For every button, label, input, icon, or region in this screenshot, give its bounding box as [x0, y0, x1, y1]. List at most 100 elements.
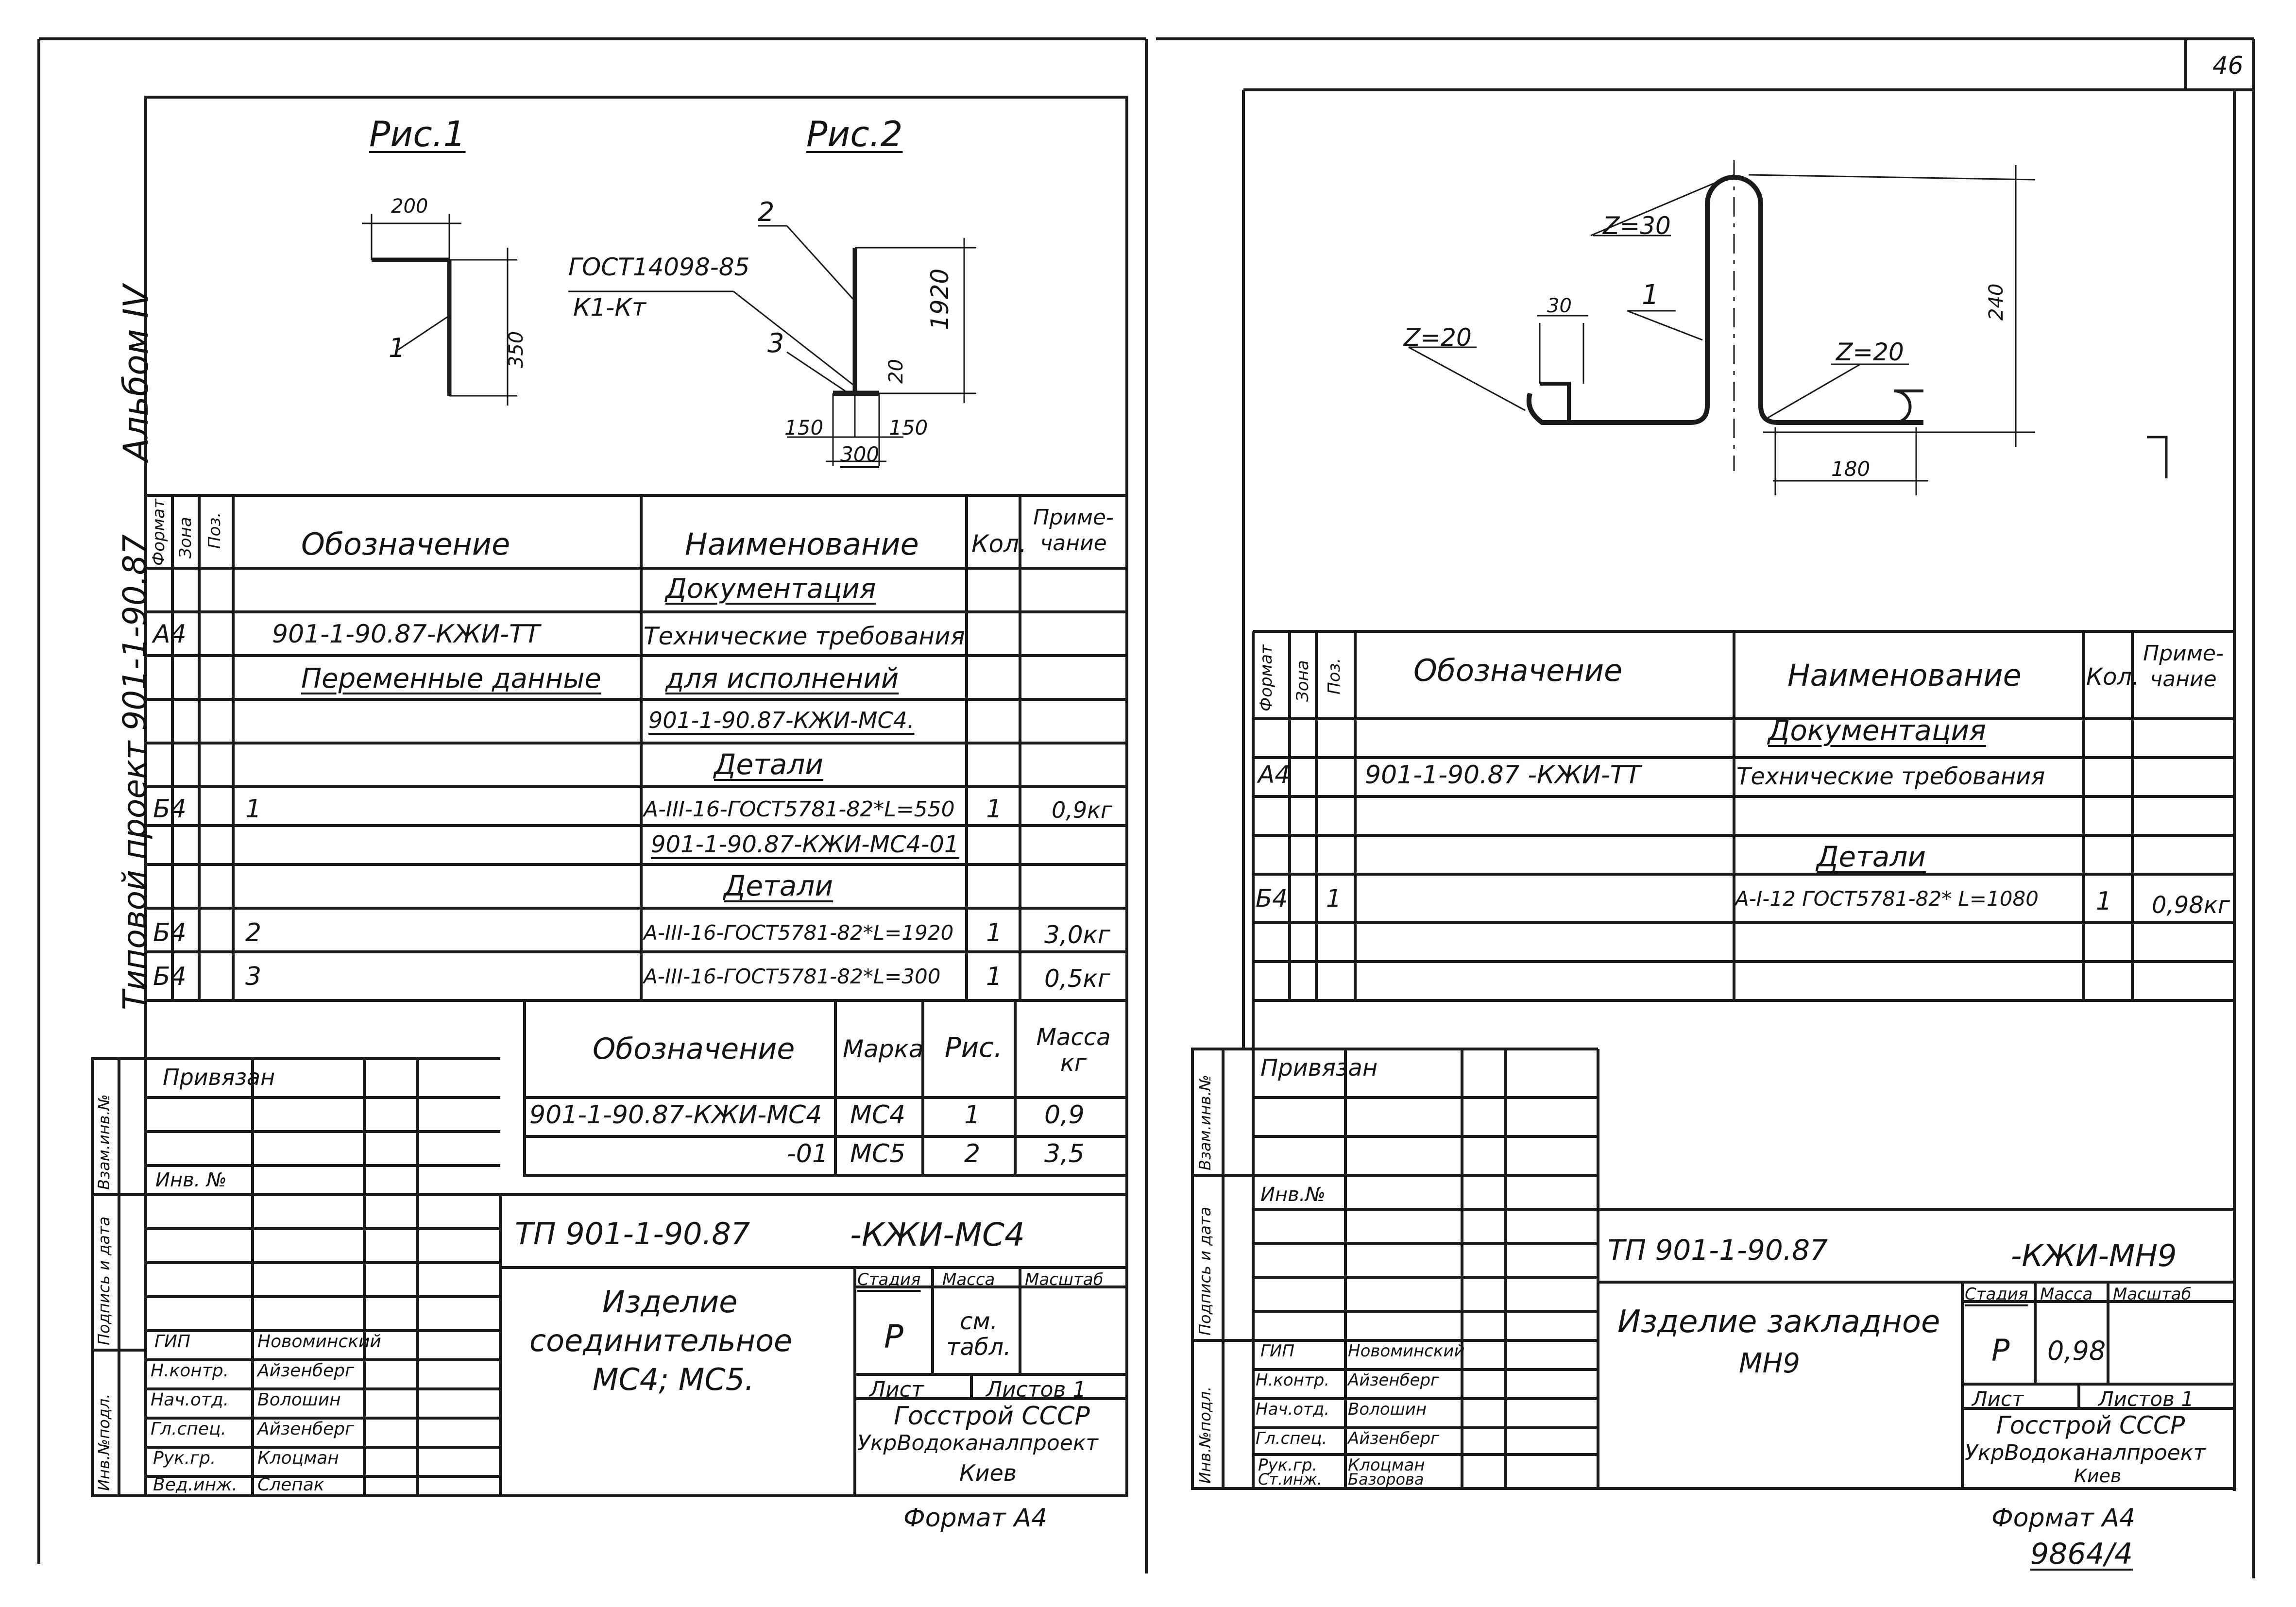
- left-row6-name: 901-1-90.87-КЖИ-МС4-01: [651, 831, 959, 858]
- right-mass-h: Масса: [2040, 1285, 2093, 1304]
- left-org-3: Киев: [959, 1460, 1017, 1486]
- right-hdr-format: Формат: [1257, 644, 1276, 711]
- right-role-5: Ст.инж.: [1258, 1470, 1322, 1489]
- mark-hdr-mark: Марка: [843, 1035, 924, 1063]
- right-person-2: Волошин: [1348, 1400, 1427, 1419]
- right-row4-format: Б4: [1256, 884, 1288, 913]
- left-hdr-zone: Зона: [176, 517, 195, 558]
- left-privyazan: Привязан: [163, 1064, 275, 1090]
- right-hdr-qty: Кол.: [2086, 663, 2140, 691]
- right-role-2: Нач.отд.: [1256, 1400, 1330, 1419]
- right-row4-qty: 1: [2096, 887, 2112, 916]
- fig-dim240: 240: [1985, 283, 2007, 321]
- left-row2-designation: Переменные данные: [301, 663, 601, 694]
- right-hdr-name: Наименование: [1787, 658, 2022, 693]
- fig2-dim-height: 1920: [926, 268, 954, 330]
- left-mass-h: Масса: [942, 1270, 995, 1289]
- left-row8-format: Б4: [153, 918, 187, 947]
- right-row4-name: А-I-12 ГОСТ5781-82* L=1080: [1735, 887, 2039, 911]
- left-role-0: ГИП: [154, 1332, 191, 1352]
- left-row1-format: А4: [153, 620, 187, 649]
- left-hdr-name: Наименование: [685, 526, 919, 562]
- fig-dim180: 180: [1831, 457, 1871, 481]
- left-stage-h: Стадия: [857, 1270, 921, 1289]
- right-stage-h: Стадия: [1965, 1285, 2028, 1304]
- left-row1-designation: 901-1-90.87-КЖИ-ТТ: [272, 620, 540, 649]
- fig1-title: Рис.1: [369, 114, 466, 154]
- left-person-1: Айзенберг: [257, 1361, 354, 1381]
- left-row9-qty: 1: [986, 962, 1003, 991]
- right-row1-designation: 901-1-90.87 -КЖИ-ТТ: [1365, 761, 1641, 790]
- left-sheets-h: Листов 1: [986, 1377, 1087, 1402]
- right-side-label-0: Инв.№подл.: [1196, 1386, 1214, 1484]
- fig2-title: Рис.2: [806, 114, 903, 154]
- left-hdr-format: Формат: [149, 499, 169, 566]
- right-format-label: Формат А4: [1991, 1504, 2136, 1533]
- left-mass: см. табл.: [946, 1308, 1011, 1361]
- mark-row1-fig: 2: [964, 1139, 981, 1168]
- fig2-dim-150b: 150: [889, 416, 928, 440]
- right-hdr-designation: Обозначение: [1413, 653, 1623, 688]
- left-hdr-qty: Кол.: [971, 530, 1027, 558]
- left-title-2: соединительное: [529, 1323, 793, 1358]
- left-row9-pos: 3: [245, 962, 262, 991]
- mark-hdr-mass: Масса кг: [1036, 1024, 1111, 1077]
- right-org-1: Госстрой СССР: [1996, 1411, 2185, 1439]
- left-sheet-h: Лист: [869, 1377, 924, 1402]
- right-row0-name: Документация: [1768, 714, 1986, 747]
- left-person-0: Новоминский: [257, 1332, 381, 1352]
- fig2-dim-300: 300: [840, 442, 880, 466]
- left-row8-pos: 2: [245, 918, 262, 947]
- right-sheet-h: Лист: [1972, 1387, 2024, 1411]
- fig1-dim-width: 200: [391, 195, 428, 218]
- right-doc-code-b: -КЖИ-МН9: [2011, 1238, 2177, 1273]
- left-side-label-1: Подпись и дата: [95, 1216, 113, 1345]
- mark-row0-fig: 1: [964, 1100, 981, 1130]
- right-role-3: Гл.спец.: [1256, 1429, 1327, 1448]
- left-stage: Р: [884, 1318, 903, 1355]
- left-row0-name: Документация: [665, 573, 876, 605]
- fig-pos1: 1: [1642, 279, 1659, 311]
- right-role-0: ГИП: [1260, 1341, 1294, 1361]
- left-hdr-designation: Обозначение: [301, 526, 510, 562]
- left-doc-code-b: -КЖИ-МС4: [850, 1216, 1025, 1253]
- mark-row1-mark: МС5: [850, 1139, 906, 1168]
- left-role-2: Нач.отд.: [151, 1390, 229, 1410]
- right-person-0: Новоминский: [1348, 1341, 1465, 1361]
- mark-hdr-fig: Рис.: [945, 1032, 1003, 1064]
- left-person-2: Волошин: [257, 1390, 341, 1410]
- right-hdr-zone: Зона: [1293, 660, 1312, 702]
- fig2-gost: ГОСТ14098-85: [568, 253, 750, 281]
- left-row3-name: 901-1-90.87-КЖИ-МС4.: [648, 707, 915, 733]
- left-row5-qty: 1: [986, 795, 1003, 824]
- left-person-4: Клоцман: [257, 1448, 339, 1468]
- right-person-5: Базорова: [1348, 1470, 1424, 1489]
- mark-row0-mass: 0,9: [1044, 1100, 1085, 1130]
- left-row9-name: А-III-16-ГОСТ5781-82*L=300: [644, 964, 941, 988]
- fig-z30: Z=30: [1603, 212, 1671, 240]
- archive-number: 9864/4: [2030, 1537, 2133, 1571]
- right-stage: Р: [1991, 1333, 2010, 1368]
- left-row8-name: А-III-16-ГОСТ5781-82*L=1920: [644, 921, 954, 945]
- right-hdr-pos: Поз.: [1325, 658, 1344, 694]
- left-row9-format: Б4: [153, 962, 187, 991]
- mark-row1-designation: -01: [787, 1139, 828, 1168]
- right-mass: 0,98: [2047, 1336, 2106, 1366]
- left-row5-name: А-III-16-ГОСТ5781-82*L=550: [644, 797, 955, 822]
- right-row1-name: Технические требования: [1736, 763, 2045, 790]
- right-row3-name: Детали: [1817, 840, 1926, 873]
- fig1-dim-height: 350: [505, 331, 528, 369]
- left-row9-note: 0,5кг: [1044, 964, 1110, 993]
- right-side-label-2: Взам.инв.№: [1196, 1075, 1214, 1170]
- right-row4-pos: 1: [1326, 884, 1342, 913]
- left-org-1: Госстрой СССР: [894, 1402, 1090, 1431]
- left-row2-name: для исполнений: [665, 663, 899, 694]
- left-format-label: Формат А4: [903, 1504, 1048, 1533]
- right-hdr-note: Приме-чание: [2143, 641, 2224, 692]
- left-side-label-2: Взам.инв.№: [95, 1094, 113, 1190]
- right-inv-no: Инв.№: [1260, 1184, 1326, 1206]
- fig2-dim-20: 20: [885, 359, 907, 384]
- right-row1-format: А4: [1258, 761, 1291, 789]
- left-row8-qty: 1: [986, 918, 1003, 947]
